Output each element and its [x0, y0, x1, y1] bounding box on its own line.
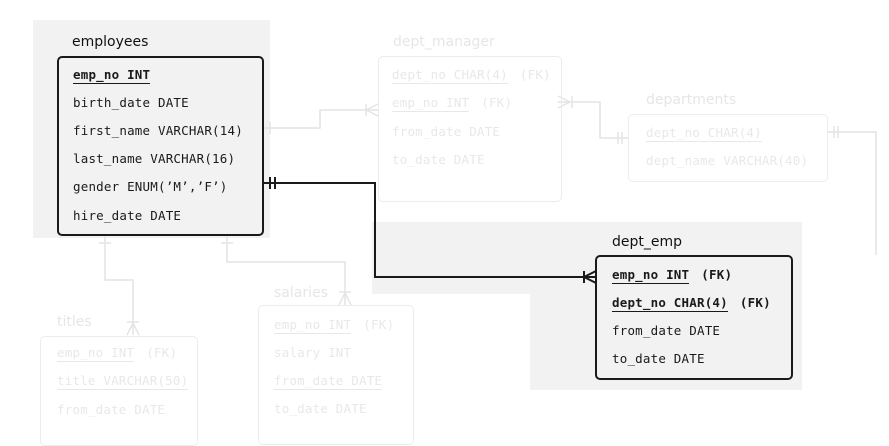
field-row: from_date DATE — [392, 124, 501, 139]
relationship-departments-dept-manager — [557, 95, 628, 144]
entity-box — [57, 56, 264, 236]
field-row: emp_no INT — [73, 67, 151, 84]
field-row: last_name VARCHAR(16) — [73, 151, 236, 166]
field-row: dept_name VARCHAR(40) — [646, 153, 809, 168]
entity-title: departments — [646, 92, 737, 108]
highlight-region-dept-emp-lower — [530, 290, 802, 390]
field-row: dept_no CHAR(4)(FK) — [612, 295, 771, 312]
field-row: to_date DATE — [392, 152, 485, 167]
entity-title: employees — [72, 34, 149, 50]
field-row: from_date DATE — [274, 373, 383, 390]
field-row: emp_no INT(FK) — [612, 267, 733, 284]
field-row: emp_no INT(FK) — [392, 95, 513, 112]
field-row: from_date DATE — [57, 402, 166, 417]
field-row: hire_date DATE — [73, 208, 182, 223]
entity-title: titles — [57, 314, 92, 330]
field-row: emp_no INT(FK) — [274, 317, 395, 334]
field-row: dept_no CHAR(4) — [646, 125, 762, 142]
entity-box — [595, 255, 793, 380]
entity-title: dept_emp — [612, 234, 683, 250]
field-row: gender ENUM(’M’,’F’) — [73, 179, 228, 194]
entity-box — [378, 56, 562, 202]
crowfoot-mark — [583, 270, 597, 278]
field-row: emp_no INT(FK) — [57, 345, 178, 362]
relationship-employees-titles — [99, 236, 140, 336]
relationship-employees-salaries — [221, 236, 352, 306]
field-row: birth_date DATE — [73, 95, 189, 110]
relationship-employees-dept-manager — [262, 103, 379, 134]
entity-title: dept_manager — [393, 34, 495, 50]
field-row: dept_no CHAR(4)(FK) — [392, 67, 551, 84]
relationship-lines — [99, 95, 877, 336]
field-row: to_date DATE — [274, 401, 367, 416]
field-row: first_name VARCHAR(14) — [73, 123, 243, 138]
field-row: to_date DATE — [612, 351, 705, 366]
relationship-employees-dept-emp — [262, 177, 597, 284]
highlight-region-dept-emp — [372, 222, 802, 294]
relationship-departments-dept-emp — [828, 126, 877, 255]
field-row: from_date DATE — [612, 323, 721, 338]
entity-box — [628, 114, 828, 182]
field-row: salary INT — [274, 345, 352, 360]
field-row: title VARCHAR(50) — [57, 373, 189, 390]
crowfoot-mark — [583, 276, 597, 284]
entity-title: salaries — [274, 285, 328, 301]
